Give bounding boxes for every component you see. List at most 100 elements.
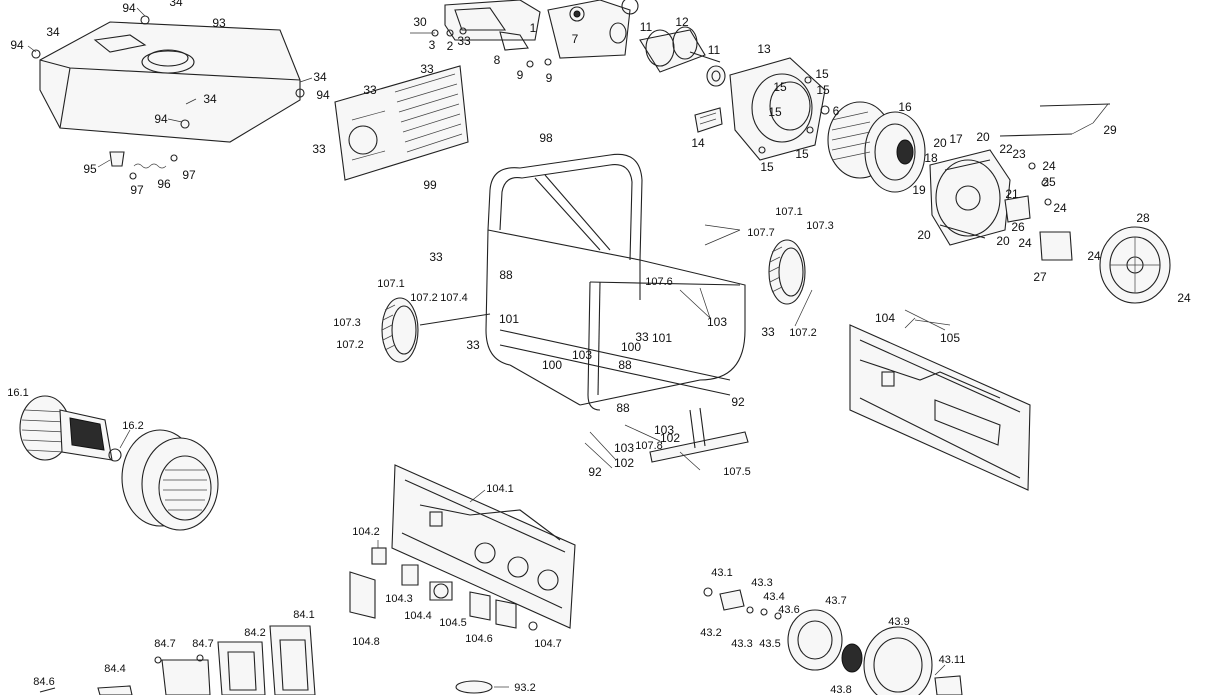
end-bracket xyxy=(929,149,1073,261)
callout-9: 9 xyxy=(546,71,553,85)
fuel-tank xyxy=(31,15,305,143)
callout-25: 25 xyxy=(1042,175,1056,189)
axle xyxy=(419,313,491,326)
callout-34: 34 xyxy=(313,70,327,84)
callout-100: 100 xyxy=(542,358,562,372)
side-grille xyxy=(334,65,469,181)
callout-95: 95 xyxy=(83,162,97,176)
callout-20: 20 xyxy=(976,130,990,144)
callout-104-5: 104.5 xyxy=(439,617,467,629)
callout-34: 34 xyxy=(203,92,217,106)
callout-13: 13 xyxy=(757,42,771,56)
callout-107-5: 107.5 xyxy=(723,466,751,478)
rotor-assembly xyxy=(827,101,926,193)
callout-103: 103 xyxy=(572,348,592,362)
callout-8: 8 xyxy=(494,53,501,67)
label-plate xyxy=(694,107,723,133)
callout-43-11: 43.11 xyxy=(939,654,966,666)
callout-15: 15 xyxy=(795,147,809,161)
callout-92: 92 xyxy=(731,395,745,409)
callout-84-7: 84.7 xyxy=(154,638,175,650)
callout-14: 14 xyxy=(691,136,705,150)
callout-43-8: 43.8 xyxy=(830,684,851,695)
through-bolt-lower xyxy=(999,133,1073,137)
callout-107-3: 107.3 xyxy=(806,220,834,232)
callout-33: 33 xyxy=(761,325,775,339)
callout-92: 92 xyxy=(588,465,602,479)
callout-33: 33 xyxy=(363,83,377,97)
callout-104-4: 104.4 xyxy=(404,610,432,622)
control-panel-104 xyxy=(849,309,1031,491)
callout-99: 99 xyxy=(423,178,437,192)
frame xyxy=(485,153,746,411)
callout-15: 15 xyxy=(760,160,774,174)
callout-104-7: 104.7 xyxy=(534,638,562,650)
callout-43-6: 43.6 xyxy=(778,604,799,616)
callout-107-8: 107.8 xyxy=(635,440,663,452)
callout-94: 94 xyxy=(154,112,168,126)
callout-43-7: 43.7 xyxy=(825,595,846,607)
air-filter-assembly xyxy=(39,625,316,695)
callout-33: 33 xyxy=(312,142,326,156)
callout-24: 24 xyxy=(1087,249,1101,263)
callout-101: 101 xyxy=(652,331,672,345)
callout-103: 103 xyxy=(614,441,634,455)
callout-102: 102 xyxy=(614,456,634,470)
wheel-right xyxy=(768,239,806,305)
callout-84-6: 84.6 xyxy=(33,676,54,688)
callout-43-9: 43.9 xyxy=(888,616,909,628)
callout-103: 103 xyxy=(707,315,727,329)
wheel-left xyxy=(381,297,419,363)
callout-21: 21 xyxy=(1005,187,1019,201)
callout-30: 30 xyxy=(413,15,427,29)
callout-94: 94 xyxy=(10,38,24,52)
callout-107-2: 107.2 xyxy=(789,327,817,339)
callout-22: 22 xyxy=(999,142,1013,156)
leader-lines xyxy=(27,7,1109,688)
panel-components xyxy=(349,547,538,631)
callout-43-5: 43.5 xyxy=(759,638,780,650)
callout-104-1: 104.1 xyxy=(486,483,514,495)
callout-97: 97 xyxy=(182,168,196,182)
callout-93-2: 93.2 xyxy=(514,682,535,694)
callout-43-3: 43.3 xyxy=(731,638,752,650)
callout-100: 100 xyxy=(621,340,641,354)
callout-1: 1 xyxy=(530,21,537,35)
callout-96: 96 xyxy=(157,177,171,191)
callout-28: 28 xyxy=(1136,211,1150,225)
callout-33: 33 xyxy=(429,250,443,264)
callout-94: 94 xyxy=(122,1,136,15)
callout-15: 15 xyxy=(768,105,782,119)
callout-24: 24 xyxy=(1177,291,1191,305)
handle-bar xyxy=(649,407,749,463)
callout-43-3: 43.3 xyxy=(751,577,772,589)
fuel-valve-assembly xyxy=(109,151,178,180)
callout-20: 20 xyxy=(933,136,947,150)
crankshaft xyxy=(609,22,726,87)
through-bolt-upper xyxy=(1039,103,1111,107)
callout-11: 11 xyxy=(708,43,721,57)
callout-107-1: 107.1 xyxy=(377,278,405,290)
callout-103: 103 xyxy=(654,423,674,437)
callout-88: 88 xyxy=(618,358,632,372)
gasket-93-2 xyxy=(455,680,493,694)
callout-7: 7 xyxy=(572,32,579,46)
rotor-16-2 xyxy=(121,429,219,531)
callout-19: 19 xyxy=(912,183,926,197)
callout-84-4: 84.4 xyxy=(104,663,125,675)
callout-34: 34 xyxy=(169,0,183,9)
callout-15: 15 xyxy=(815,67,829,81)
alternator-housing xyxy=(729,57,830,161)
callout-43-2: 43.2 xyxy=(700,627,721,639)
callout-16-1: 16.1 xyxy=(7,387,28,399)
callout-18: 18 xyxy=(924,151,938,165)
callout-97: 97 xyxy=(130,183,144,197)
callout-20: 20 xyxy=(917,228,931,242)
callout-20: 20 xyxy=(996,234,1010,248)
engine-stator-16-1 xyxy=(19,395,122,462)
callout-15: 15 xyxy=(816,83,830,97)
callout-11: 11 xyxy=(640,20,653,34)
callout-12: 12 xyxy=(675,15,689,29)
